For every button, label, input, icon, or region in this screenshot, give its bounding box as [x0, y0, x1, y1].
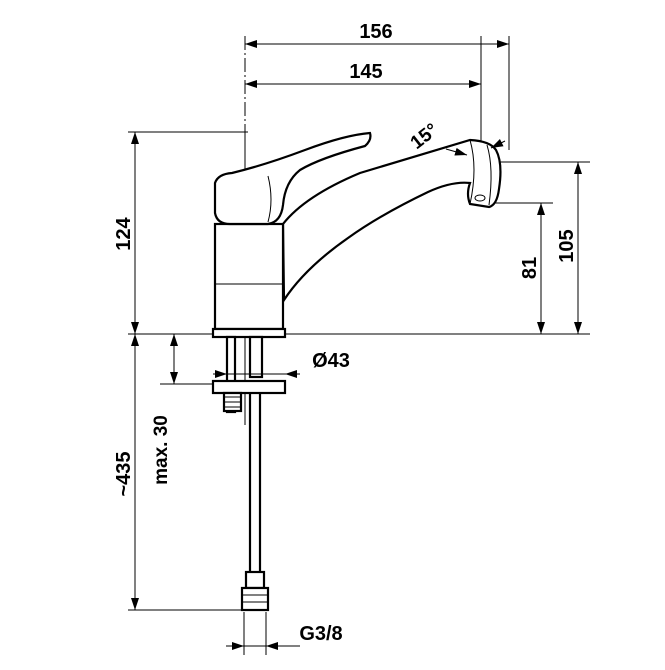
dim-124-label: 124 — [113, 216, 135, 250]
extension-lines — [128, 36, 590, 655]
dim-145-label: 145 — [349, 61, 382, 83]
dim-thread-label: G3/8 — [299, 623, 342, 645]
faucet-body — [211, 131, 502, 339]
dimension-lines — [131, 40, 582, 650]
dim-max30-label: max. 30 — [151, 415, 172, 485]
dim-angle-label: 15° — [407, 120, 443, 154]
dim-diameter-label: Ø43 — [312, 350, 350, 372]
dim-105-label: 105 — [556, 229, 578, 262]
dim-435-label: ~435 — [113, 451, 135, 496]
dim-156-label: 156 — [359, 21, 392, 43]
dimension-labels: 156 145 15° 124 105 81 Ø43 max. 30 ~435 … — [113, 21, 578, 645]
dim-81-label: 81 — [519, 257, 541, 279]
hose — [240, 393, 270, 612]
